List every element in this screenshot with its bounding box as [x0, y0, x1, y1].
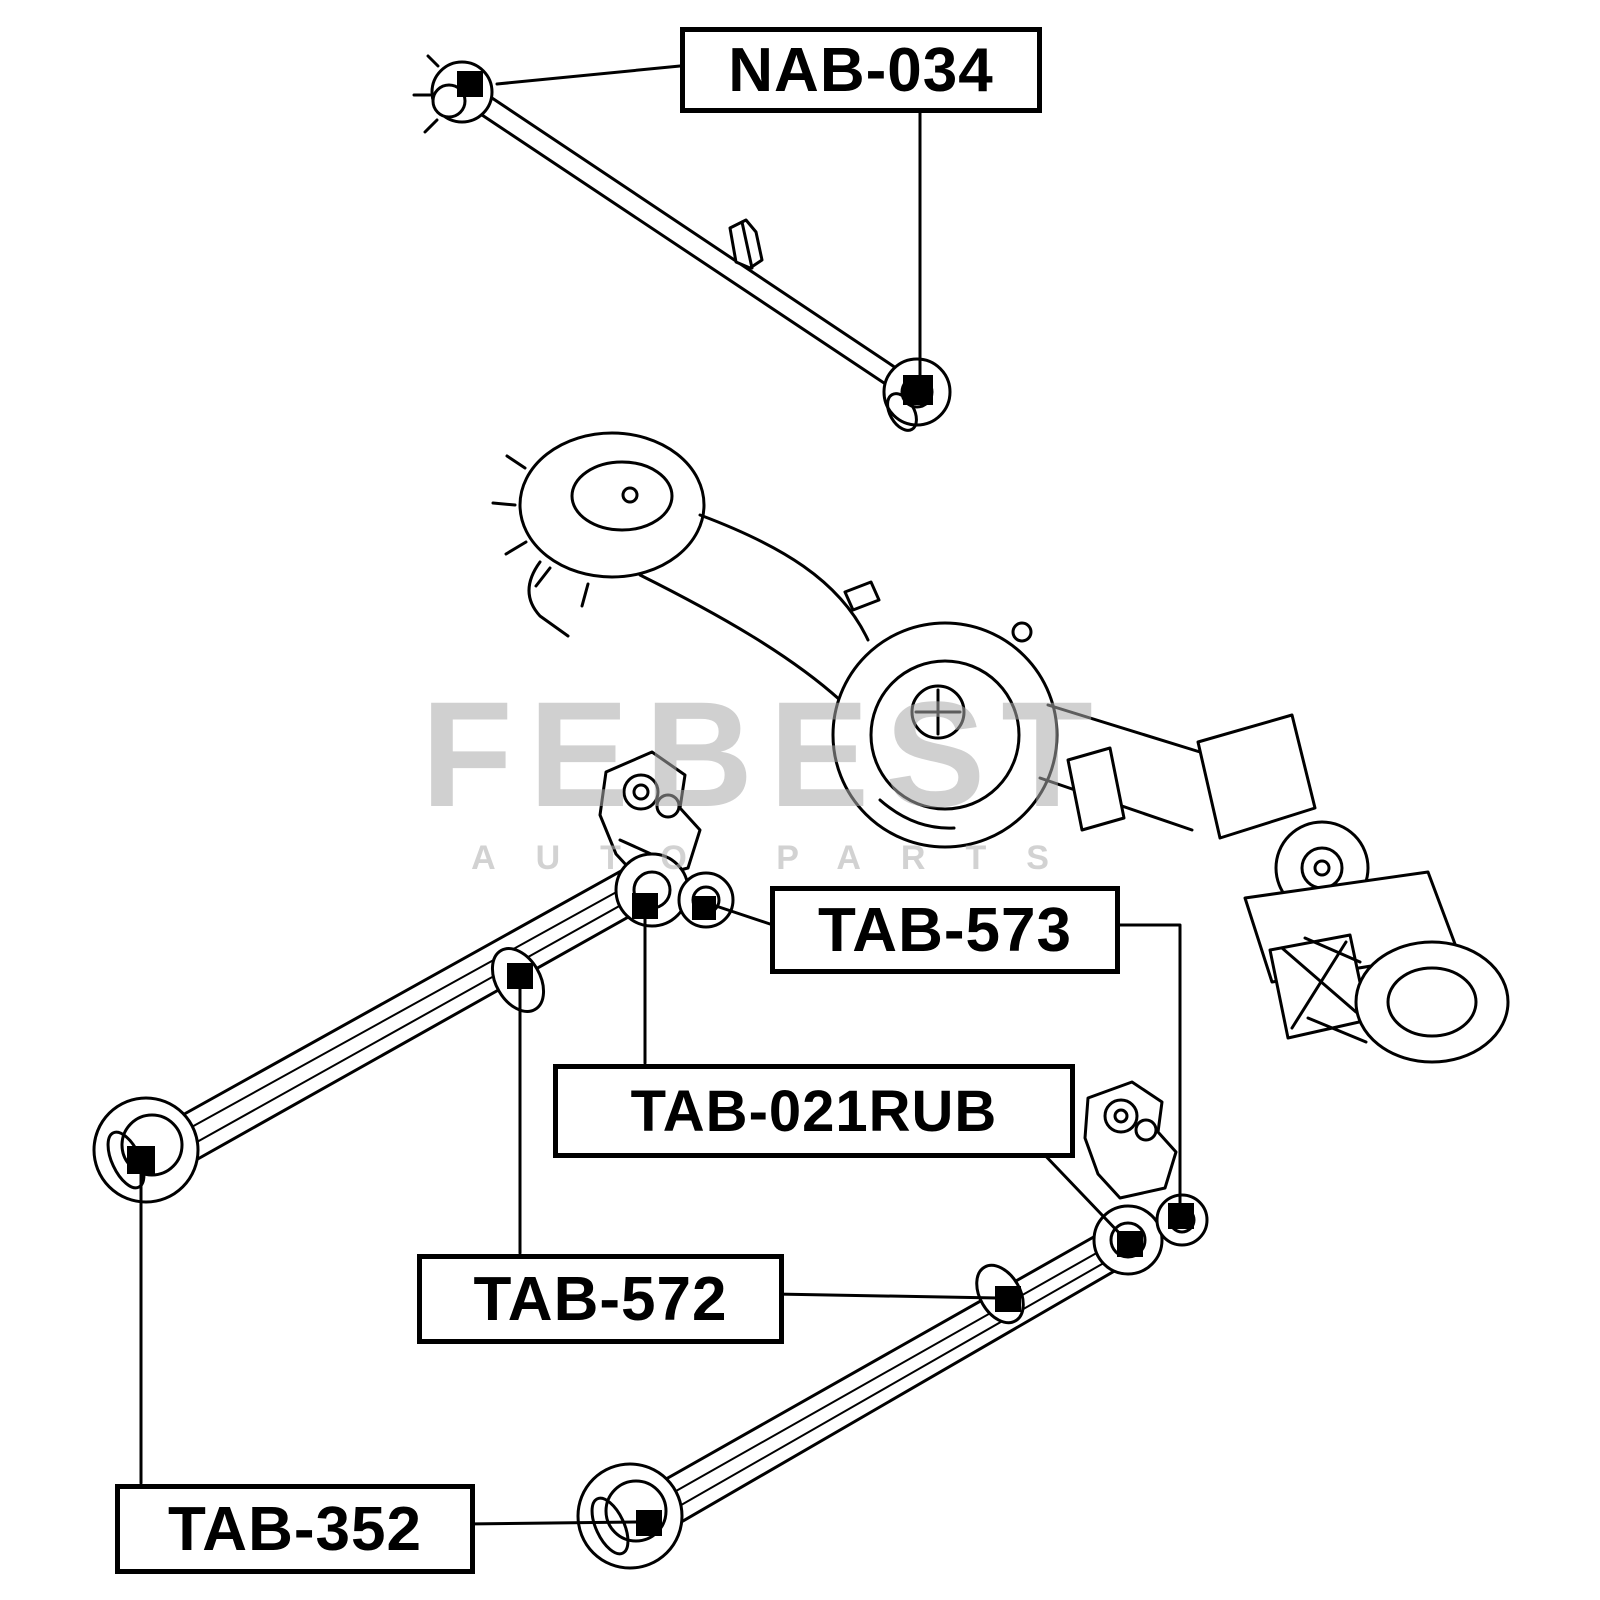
part-label-tab-573: TAB-573	[770, 886, 1120, 974]
connector-markers	[127, 71, 1194, 1536]
rear-arm-bracket	[1083, 1080, 1178, 1200]
part-label-tab-021rub: TAB-021RUB	[553, 1064, 1075, 1158]
part-label-tab-572: TAB-572	[417, 1254, 784, 1344]
leader-lines	[139, 64, 1182, 1526]
part-label-tab-352: TAB-352	[115, 1484, 475, 1574]
rear-trailing-arm	[576, 1193, 1209, 1570]
part-label-nab-034: NAB-034	[680, 27, 1042, 113]
rear-axle-assembly	[491, 431, 1510, 1064]
front-arm-bracket	[598, 750, 702, 882]
